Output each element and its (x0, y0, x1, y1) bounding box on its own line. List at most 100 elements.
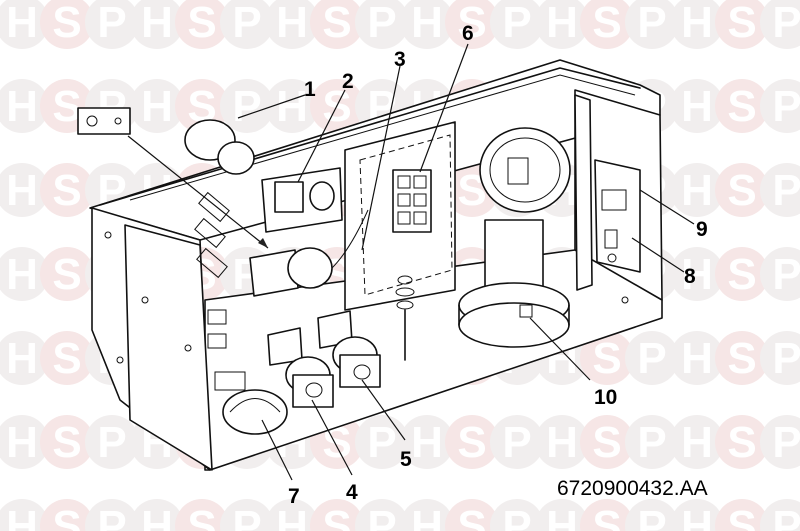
watermark-letter: S (727, 334, 756, 383)
watermark-circle (85, 415, 139, 469)
watermark-letter: H (681, 502, 713, 531)
watermark-circle (715, 499, 769, 531)
watermark-circle (670, 163, 724, 217)
watermark-letter: H (6, 502, 38, 531)
watermark-letter: P (772, 334, 800, 383)
watermark-circle (670, 331, 724, 385)
watermark-letter: S (457, 0, 486, 47)
watermark-circle (175, 0, 229, 49)
watermark-letter: P (367, 502, 396, 531)
watermark-letter: H (546, 502, 578, 531)
watermark-circle (670, 0, 724, 49)
watermark-circle (310, 0, 364, 49)
watermark-letter: P (367, 418, 396, 467)
watermark-circle (760, 79, 800, 133)
watermark-circle (0, 415, 49, 469)
watermark-circle (40, 247, 94, 301)
watermark-circle (445, 415, 499, 469)
watermark-circle (760, 247, 800, 301)
watermark-circle (580, 499, 634, 531)
watermark-letter: H (276, 0, 308, 47)
watermark-circle (0, 0, 49, 49)
watermark-letter: H (6, 418, 38, 467)
watermark-circle (0, 79, 49, 133)
callout-6: 6 (462, 22, 474, 45)
watermark-letter: P (772, 82, 800, 131)
watermark-circle (715, 331, 769, 385)
watermark-letter: P (772, 0, 800, 47)
watermark-circle (220, 0, 274, 49)
watermark-letter: S (592, 334, 621, 383)
leader-lines (237, 43, 695, 481)
watermark-letter: S (727, 418, 756, 467)
watermark-circle (445, 0, 499, 49)
watermark-circle (580, 0, 634, 49)
watermark-circle (760, 499, 800, 531)
watermark-circle (220, 79, 274, 133)
watermark-letter: H (681, 334, 713, 383)
watermark-circle (0, 247, 49, 301)
callout-4: 4 (346, 481, 358, 504)
watermark-letter: H (681, 250, 713, 299)
watermark-circle (85, 499, 139, 531)
watermark-letter: S (52, 250, 81, 299)
watermark-letter: P (772, 418, 800, 467)
watermark-circle (400, 415, 454, 469)
watermark-letter: P (232, 502, 261, 531)
watermark-letter: P (637, 502, 666, 531)
watermark-circle (715, 415, 769, 469)
watermark-circle (130, 79, 184, 133)
watermark-letter: P (97, 0, 126, 47)
watermark-circle (220, 499, 274, 531)
watermark-circle (625, 0, 679, 49)
watermark-circle (535, 415, 589, 469)
watermark-circle (0, 163, 49, 217)
watermark-circle (355, 499, 409, 531)
watermark-letter: H (6, 82, 38, 131)
watermark-circle (670, 247, 724, 301)
watermark-letter: H (141, 502, 173, 531)
watermark-circle (445, 499, 499, 531)
watermark-letter: P (502, 418, 531, 467)
watermark-circle (175, 79, 229, 133)
callout-10: 10 (594, 386, 617, 409)
callout-2: 2 (342, 70, 354, 93)
watermark-letter: P (637, 334, 666, 383)
watermark-letter: H (546, 418, 578, 467)
watermark-letter: H (6, 0, 38, 47)
watermark-letter: P (232, 82, 261, 131)
callout-7: 7 (288, 485, 300, 508)
watermark-letter: P (367, 0, 396, 47)
watermark-letter: S (592, 502, 621, 531)
watermark-circle (0, 499, 49, 531)
watermark-letter: S (52, 334, 81, 383)
watermark-circle (400, 499, 454, 531)
watermark-circle (40, 163, 94, 217)
watermark-letter: P (232, 0, 261, 47)
watermark-letter: S (727, 250, 756, 299)
watermark-letter: S (187, 502, 216, 531)
watermark-circle (580, 331, 634, 385)
watermark-letter: H (6, 334, 38, 383)
watermark-letter: S (727, 166, 756, 215)
watermark-letter: H (681, 418, 713, 467)
watermark-letter: S (457, 418, 486, 467)
watermark-circle (490, 499, 544, 531)
watermark-letter: S (592, 418, 621, 467)
watermark-circle (715, 0, 769, 49)
watermark-letter: P (772, 502, 800, 531)
watermark-circle (625, 331, 679, 385)
watermark-letter: H (276, 82, 308, 131)
watermark-circle (0, 331, 49, 385)
watermark-circle (40, 499, 94, 531)
watermark-circle (265, 0, 319, 49)
watermark-letter: P (97, 418, 126, 467)
watermark-letter: P (772, 166, 800, 215)
watermark-letter: S (727, 0, 756, 47)
watermark-circle (265, 499, 319, 531)
watermark-letter: H (141, 82, 173, 131)
watermark-letter: S (187, 0, 216, 47)
watermark-letter: H (681, 166, 713, 215)
watermark-letter: S (727, 502, 756, 531)
